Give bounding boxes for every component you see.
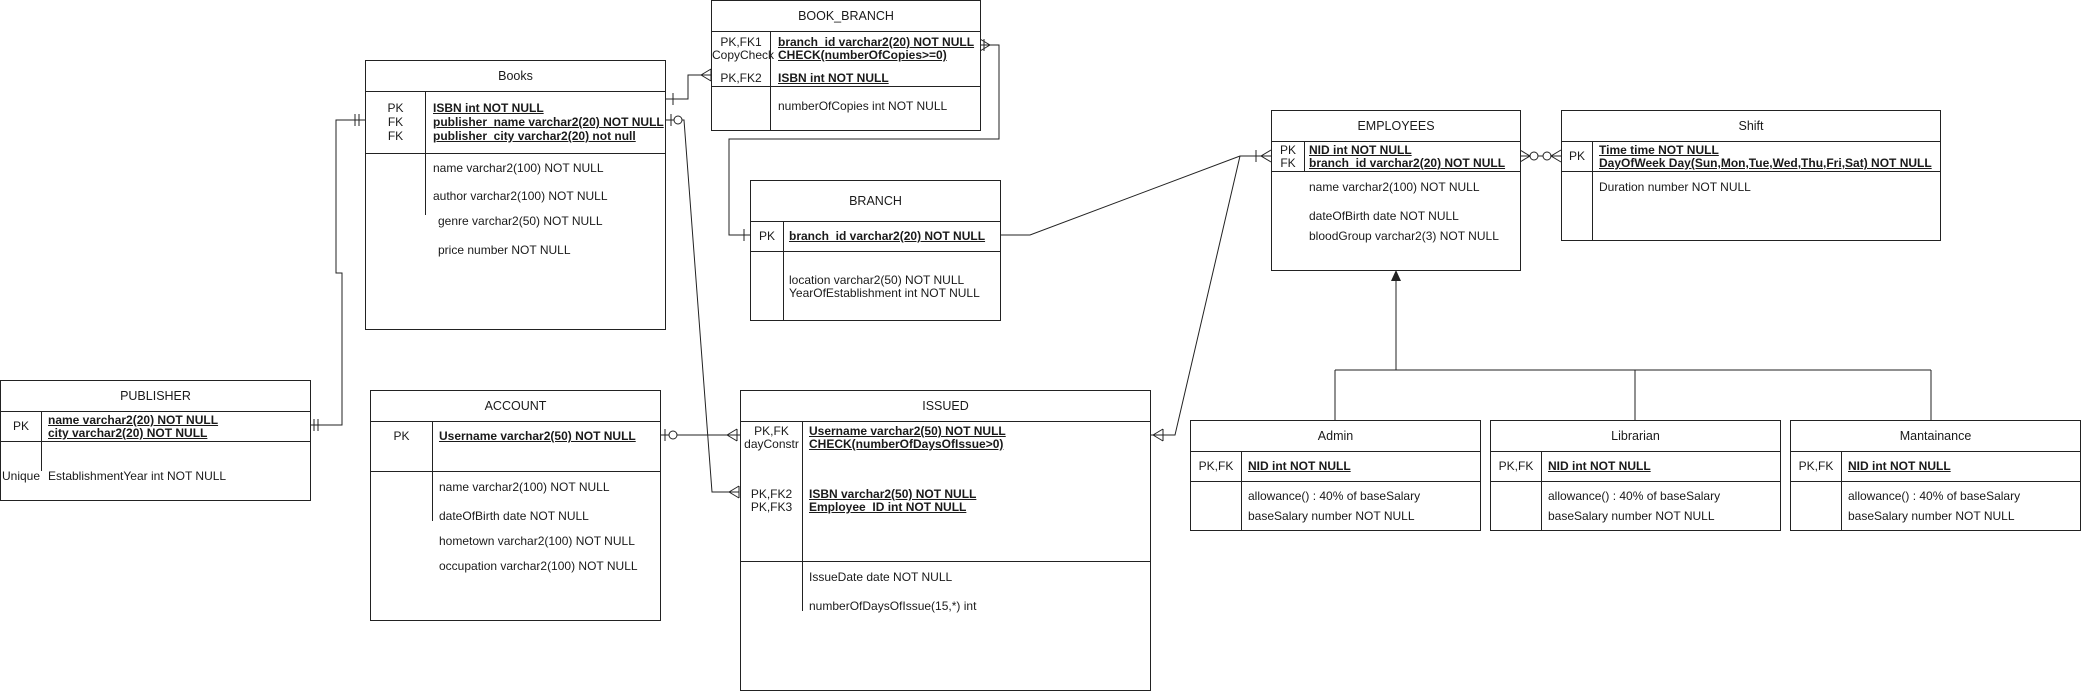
rel-account-issued[interactable] — [660, 428, 740, 442]
entity-admin[interactable]: Admin PK,FK NID int NOT NULL allowance()… — [1190, 420, 1481, 531]
attribute: location varchar2(50) NOT NULL — [789, 273, 965, 287]
rel-books-issued[interactable] — [665, 114, 740, 499]
attribute-constraint: CHECK(numberOfDaysOfIssue>0) — [809, 437, 1004, 451]
rel-inheritance-employees[interactable] — [1334, 270, 1932, 420]
attribute: allowance() : 40% of baseSalary — [1248, 489, 1421, 503]
attribute-foreign: branch_id varchar2(20) NOT NULL — [1309, 156, 1506, 170]
attribute: bloodGroup varchar2(3) NOT NULL — [1309, 229, 1499, 243]
attribute-primary: ISBN int NOT NULL — [433, 101, 544, 115]
attribute-primary: Time time NOT NULL — [1599, 143, 1719, 157]
attribute: baseSalary number NOT NULL — [1248, 509, 1415, 523]
attribute-primary: ISBN int NOT NULL — [778, 71, 889, 85]
entity-title: Shift — [1562, 111, 1940, 142]
entity-branch[interactable]: BRANCH PK branch_id varchar2(20) NOT NUL… — [750, 180, 1001, 321]
attribute-primary: ISBN varchar2(50) NOT NULL — [809, 487, 977, 501]
rel-book-branch-branch[interactable] — [728, 38, 1000, 241]
attribute-primary: DayOfWeek Day(Sun,Mon,Tue,Wed,Thu,Fri,Sa… — [1599, 156, 1932, 170]
attribute: EstablishmentYear int NOT NULL — [48, 469, 227, 483]
key-label: PK,FK1 — [720, 35, 762, 49]
entity-book-branch[interactable]: BOOK_BRANCH PK,FK1 CopyCheck PK,FK2 bran… — [711, 0, 981, 131]
attribute: name varchar2(100) NOT NULL — [1309, 180, 1480, 194]
entity-title: EMPLOYEES — [1272, 111, 1520, 142]
rel-branch-employees[interactable] — [1000, 149, 1272, 236]
entity-librarian[interactable]: Librarian PK,FK NID int NOT NULL allowan… — [1490, 420, 1781, 531]
key-label: PK — [1568, 149, 1585, 163]
entity-employees[interactable]: EMPLOYEES PK FK NID int NOT NULL branch_… — [1271, 110, 1521, 271]
key-label: PK,FK2 — [750, 487, 793, 501]
key-label: CopyCheck — [712, 48, 775, 62]
attribute: allowance() : 40% of baseSalary — [1548, 489, 1721, 503]
key-label: PK — [1279, 143, 1296, 157]
rel-books-book-branch[interactable] — [665, 68, 712, 105]
entity-account[interactable]: ACCOUNT PK Username varchar2(50) NOT NUL… — [370, 390, 661, 621]
attribute-foreign: publisher_name varchar2(20) NOT NULL — [433, 115, 664, 129]
entity-title: Books — [366, 61, 665, 92]
attribute: dateOfBirth date NOT NULL — [439, 509, 589, 523]
attribute: dateOfBirth date NOT NULL — [1309, 209, 1459, 223]
entity-title: PUBLISHER — [1, 381, 310, 412]
entity-title: Admin — [1191, 421, 1480, 452]
key-label: PK — [393, 429, 410, 443]
key-label: PK,FK — [1498, 459, 1534, 473]
attribute-primary: Username varchar2(50) NOT NULL — [439, 429, 636, 443]
key-label: dayConstr — [744, 437, 799, 451]
entity-maintenance[interactable]: Mantainance PK,FK NID int NOT NULL allow… — [1790, 420, 2081, 531]
attribute-primary: branch_id varchar2(20) NOT NULL — [789, 229, 986, 243]
key-label: PK — [758, 229, 775, 243]
attribute: baseSalary number NOT NULL — [1848, 509, 2015, 523]
entity-title: BRANCH — [751, 181, 1000, 222]
entity-title: ACCOUNT — [371, 391, 660, 422]
attribute-primary: NID int NOT NULL — [1309, 143, 1412, 157]
entity-title: ISSUED — [741, 391, 1150, 422]
attribute-primary: branch_id varchar2(20) NOT NULL — [778, 35, 975, 49]
key-label: PK,FK — [1798, 459, 1834, 473]
key-label: PK — [387, 101, 404, 115]
attribute: baseSalary number NOT NULL — [1548, 509, 1715, 523]
entity-publisher[interactable]: PUBLISHER PK name varchar2(20) NOT NULL … — [0, 380, 311, 501]
entity-issued[interactable]: ISSUED PK,FK dayConstr PK,FK2 PK,FK3 Use… — [740, 390, 1151, 691]
key-label: PK,FK — [1198, 459, 1234, 473]
attribute-primary: Username varchar2(50) NOT NULL — [809, 424, 1006, 438]
key-label: FK — [387, 129, 404, 143]
key-label: PK,FK3 — [750, 500, 793, 514]
attribute-primary: NID int NOT NULL — [1848, 459, 1951, 473]
entity-title: Librarian — [1491, 421, 1780, 452]
key-label: PK,FK2 — [720, 71, 762, 85]
attribute: IssueDate date NOT NULL — [809, 570, 953, 584]
attribute-primary: NID int NOT NULL — [1248, 459, 1351, 473]
entity-title: BOOK_BRANCH — [712, 1, 980, 32]
key-label: FK — [387, 115, 404, 129]
entity-title: Mantainance — [1791, 421, 2080, 452]
attribute-primary: Employee_ID int NOT NULL — [809, 500, 967, 514]
attribute: hometown varchar2(100) NOT NULL — [439, 534, 635, 548]
key-label: Unique — [1, 469, 41, 483]
attribute-constraint: CHECK(numberOfCopies>=0) — [778, 48, 947, 62]
attribute: numberOfCopies int NOT NULL — [778, 99, 948, 113]
attribute-foreign: publisher_city varchar2(20) not null — [433, 129, 636, 143]
key-label: FK — [1280, 156, 1296, 170]
entity-shift[interactable]: Shift PK Time time NOT NULL DayOfWeek Da… — [1561, 110, 1941, 241]
key-label: PK — [12, 419, 29, 433]
attribute: price number NOT NULL — [438, 243, 571, 257]
attribute: name varchar2(100) NOT NULL — [433, 161, 604, 175]
attribute: Duration number NOT NULL — [1599, 180, 1751, 194]
attribute: author varchar2(100) NOT NULL — [433, 189, 608, 203]
rel-issued-employees[interactable] — [1150, 155, 1241, 442]
attribute: YearOfEstablishment int NOT NULL — [789, 286, 980, 300]
rel-employees-shift[interactable] — [1519, 149, 1562, 163]
attribute: numberOfDaysOfIssue(15,*) int — [809, 599, 977, 613]
attribute-primary: name varchar2(20) NOT NULL — [48, 413, 219, 427]
rel-publisher-books[interactable] — [310, 114, 365, 431]
attribute: occupation varchar2(100) NOT NULL — [439, 559, 638, 573]
attribute-primary: NID int NOT NULL — [1548, 459, 1651, 473]
key-label: PK,FK — [754, 424, 789, 438]
attribute: genre varchar2(50) NOT NULL — [438, 214, 603, 228]
attribute: allowance() : 40% of baseSalary — [1848, 489, 2021, 503]
attribute: name varchar2(100) NOT NULL — [439, 480, 610, 494]
attribute-primary: city varchar2(20) NOT NULL — [48, 426, 208, 440]
entity-books[interactable]: Books PK FK FK ISBN int NOT NULL publish… — [365, 60, 666, 330]
